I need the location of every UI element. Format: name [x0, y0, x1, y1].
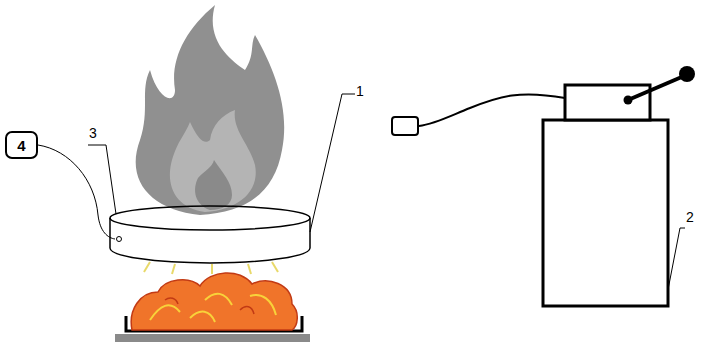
ring-back-edge	[110, 206, 310, 218]
callout-box: 4	[5, 131, 38, 159]
plug	[392, 117, 418, 135]
flame-outer	[136, 5, 285, 215]
heat-rays	[144, 262, 278, 274]
device-body	[543, 120, 668, 306]
leader-1	[310, 94, 355, 232]
part-number: 3	[88, 126, 98, 140]
part-number: 2	[685, 210, 695, 224]
lever	[628, 76, 684, 100]
ember-cracks	[165, 298, 254, 314]
lever-pivot	[624, 96, 633, 105]
lever-knob	[679, 66, 695, 82]
leader-3	[88, 145, 116, 214]
sensor-hole	[117, 237, 122, 242]
leader-4	[38, 145, 115, 239]
ring-front-edge	[110, 218, 310, 230]
device-head	[565, 85, 650, 120]
ring-band	[110, 218, 310, 263]
tray-base	[115, 334, 310, 342]
ember-glow	[150, 294, 276, 322]
flame-core	[195, 160, 232, 210]
cable	[419, 94, 565, 126]
callout-number: 4	[17, 138, 25, 153]
embers	[131, 273, 297, 330]
flame-inner	[170, 110, 256, 212]
part-number: 1	[355, 84, 365, 98]
